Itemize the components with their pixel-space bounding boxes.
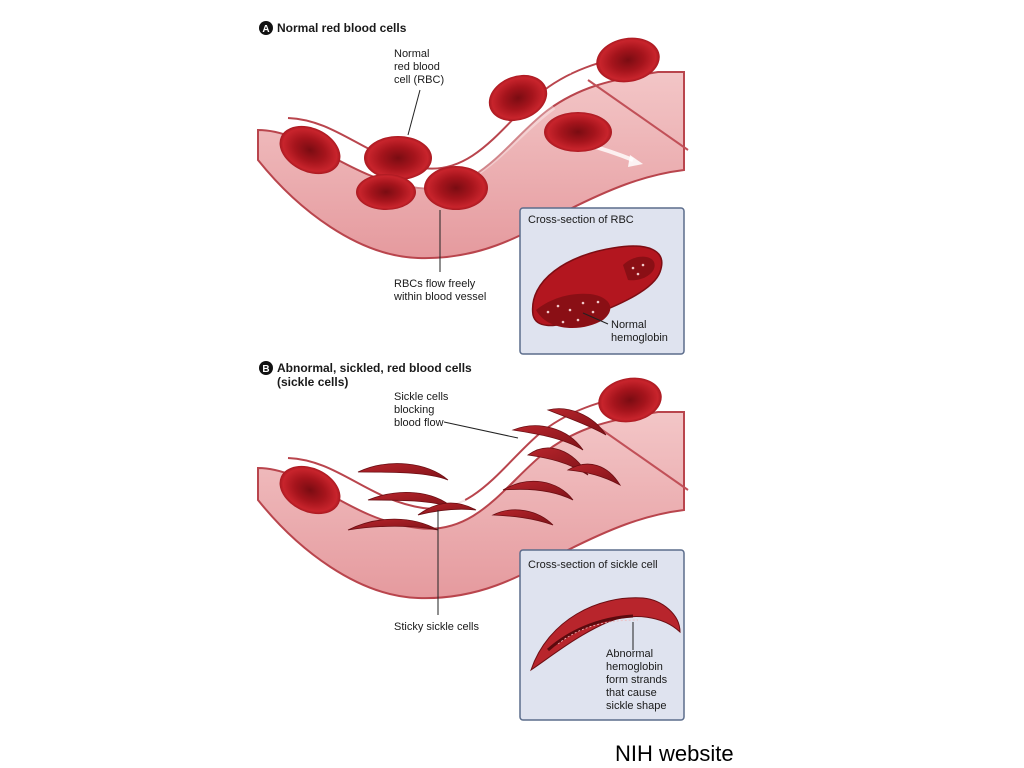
label-normal-rbc: Normal red blood cell (RBC) <box>394 48 444 86</box>
rbc-cell <box>598 377 662 423</box>
rbc-cell <box>544 112 612 152</box>
rbc-cell <box>424 166 488 210</box>
inset-a-title: Cross-section of RBC <box>528 214 634 226</box>
rbc-cell <box>279 125 341 175</box>
panel-a-title: Normal red blood cells <box>277 21 407 35</box>
sickle-cells <box>347 408 622 531</box>
panel-b: B Abnormal, sickled, red blood cells (si… <box>257 361 689 721</box>
panel-a-letter: A <box>262 24 269 35</box>
sickle-cell <box>546 408 607 436</box>
inset-a-label: Normal hemoglobin <box>611 319 668 344</box>
sickle-cell <box>357 463 449 481</box>
sickle-cell <box>511 425 584 451</box>
sickle-cell <box>491 509 554 526</box>
panel-a-letter-badge: A <box>259 21 273 35</box>
panel-b-letter-badge: B <box>259 361 273 375</box>
inset-sickle-cross-section: Cross-section of sickle cell Abnormal he… <box>519 549 685 721</box>
normal-red-blood-cells <box>279 37 660 210</box>
rbc-cell <box>279 465 341 515</box>
rbc-cell <box>488 74 548 122</box>
source-caption: NIH website <box>615 741 734 766</box>
rbc-cell <box>596 37 660 83</box>
sickle-cell-diagram: A Normal red blood cells <box>248 10 696 728</box>
label-sticky-sickle: Sticky sickle cells <box>394 621 479 633</box>
rbc-cell <box>356 174 416 210</box>
panel-a: A Normal red blood cells <box>257 21 689 355</box>
sickle-cell <box>526 447 589 476</box>
inset-b-label: Abnormal hemoglobin form strands that ca… <box>606 648 670 712</box>
rbc-cell <box>364 136 432 180</box>
inset-rbc-cross-section: Cross-section of RBC Normal hemoglobin <box>519 207 685 355</box>
blood-vessel-b <box>257 389 689 600</box>
sickle-cell <box>417 502 477 516</box>
sickle-cell <box>502 480 574 501</box>
inset-b-title: Cross-section of sickle cell <box>528 559 658 571</box>
panel-b-title: Abnormal, sickled, red blood cells (sick… <box>277 361 475 389</box>
sickle-cell <box>566 463 622 487</box>
panel-b-letter: B <box>262 364 269 375</box>
label-sickle-blocking: Sickle cells blocking blood flow <box>394 391 451 429</box>
label-rbcs-flow: RBCs flow freely within blood vessel <box>393 278 486 303</box>
